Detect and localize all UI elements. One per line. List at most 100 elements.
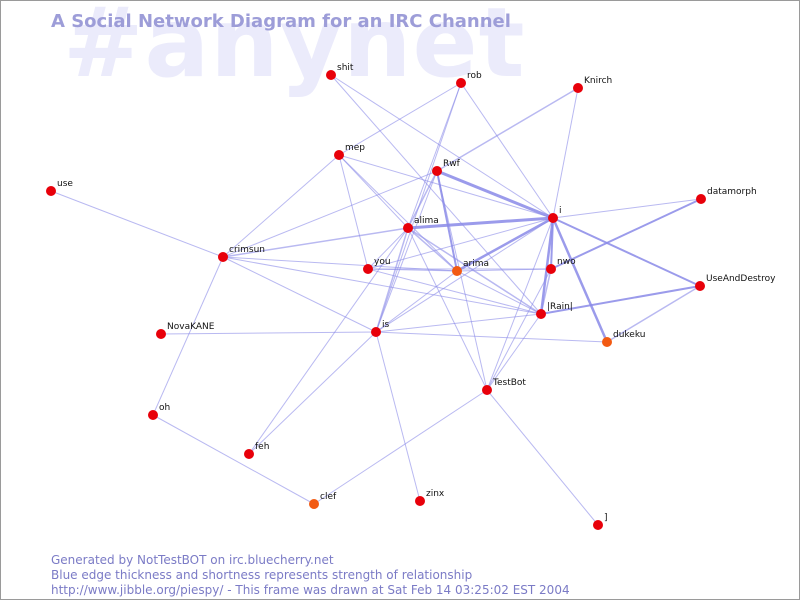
node-dot [432, 166, 442, 176]
node-novakane: NovaKANE [156, 322, 215, 339]
node-use: use [46, 179, 73, 196]
edge-alima-mep [338, 154, 409, 229]
edge-mep-arima [338, 154, 458, 272]
node-i: i [548, 206, 562, 223]
node-label: oh [159, 403, 170, 413]
node-datamorph: datamorph [696, 187, 757, 204]
edge-is-novakane [160, 331, 377, 335]
node-label: TestBot [492, 378, 526, 388]
node-dot [309, 499, 319, 509]
node-dot [371, 327, 381, 337]
node-dot [326, 70, 336, 80]
edge-alima-rob [407, 82, 462, 229]
edge-crimsun-use [50, 190, 224, 258]
edge-alima-you [367, 227, 409, 270]
node-dot [696, 194, 706, 204]
node-label: shit [337, 63, 354, 73]
node-label: datamorph [707, 187, 757, 197]
node-dot [334, 150, 344, 160]
node-you: you [363, 257, 391, 274]
node-dot [218, 252, 228, 262]
node-label: feh [255, 442, 269, 452]
edge-i-testbot [486, 217, 554, 391]
edge-i-rwf [436, 169, 554, 220]
node-clef: clef [309, 492, 337, 509]
edge-crimsun-is [222, 256, 377, 333]
node-bracket: ] [593, 513, 608, 530]
edge-i-you [367, 217, 554, 270]
edge-dukeku-useanddestroy [606, 285, 701, 343]
edge-nwo-testbot [486, 268, 552, 391]
edge-rain-useanddestroy [540, 285, 701, 315]
node-label: is [382, 320, 390, 330]
node-label: rob [467, 71, 482, 81]
edge-crimsun-mep [222, 154, 340, 258]
edge-nwo-datamorph [550, 198, 702, 270]
node-feh: feh [244, 442, 269, 459]
edge-rain-arima [456, 270, 542, 315]
node-testbot: TestBot [482, 378, 526, 395]
node-nwo: nwo [546, 257, 576, 274]
node-knirch: Knirch [573, 76, 612, 93]
edge-i-mep [338, 154, 554, 219]
node-rain: |Rain| [536, 302, 573, 319]
edge-alima-is [375, 227, 409, 333]
edge-rain-is [375, 313, 542, 333]
node-crimsun: crimsun [218, 245, 265, 262]
edge-rob-is [375, 82, 462, 333]
footer-legend-note: Blue edge thickness and shortness repres… [51, 568, 473, 582]
node-dot [536, 309, 546, 319]
node-label: |Rain| [547, 302, 573, 312]
node-label: ] [604, 513, 608, 523]
node-useanddestroy: UseAndDestroy [695, 274, 776, 291]
node-dot [695, 281, 705, 291]
node-dot [593, 520, 603, 530]
edge-rwf-crimsun [222, 170, 438, 258]
node-dot [46, 186, 56, 196]
edge-rwf-knirch [436, 87, 579, 172]
footer: Generated by NotTestBOT on irc.bluecherr… [51, 553, 570, 598]
node-label: you [374, 257, 391, 267]
node-dot [156, 329, 166, 339]
footer-source-timestamp: http://www.jibble.org/piespy/ - This fra… [51, 583, 570, 597]
footer-generated-by: Generated by NotTestBOT on irc.bluecherr… [51, 553, 334, 567]
node-label: crimsun [229, 245, 265, 255]
node-dot [452, 266, 462, 276]
edge-rwf-testbot [436, 170, 488, 391]
edge-dukeku-is [375, 331, 608, 343]
edge-alima-arima [407, 227, 458, 272]
node-label: Rwf [443, 159, 461, 169]
node-dot [403, 223, 413, 233]
edge-rain-crimsun [222, 256, 542, 315]
edge-i-arima [456, 216, 554, 273]
node-label: nwo [557, 257, 576, 267]
edge-rob-mep [338, 82, 462, 156]
node-is: is [371, 320, 390, 337]
node-rwf: Rwf [432, 159, 461, 176]
node-shit: shit [326, 63, 354, 80]
node-label: use [57, 179, 73, 189]
edge-alima-testbot [407, 227, 488, 391]
edge-i-datamorph [552, 198, 702, 219]
edge-is-arima [375, 270, 458, 333]
node-label: NovaKANE [167, 322, 215, 332]
node-dot [148, 410, 158, 420]
node-dot [363, 264, 373, 274]
edge-oh-clef [152, 414, 315, 505]
edge-rwf-is [375, 170, 438, 333]
edge-i-knirch [552, 87, 579, 219]
diagram-title: A Social Network Diagram for an IRC Chan… [51, 11, 511, 32]
node-zinx: zinx [415, 489, 445, 506]
edge-is-zinx [375, 331, 421, 502]
edge-testbot-clef [313, 389, 488, 505]
node-dot [602, 337, 612, 347]
node-mep: mep [334, 143, 365, 160]
node-oh: oh [148, 403, 170, 420]
node-dot [482, 385, 492, 395]
node-dot [456, 78, 466, 88]
node-dot [415, 496, 425, 506]
edge-crimsun-oh [152, 256, 224, 416]
